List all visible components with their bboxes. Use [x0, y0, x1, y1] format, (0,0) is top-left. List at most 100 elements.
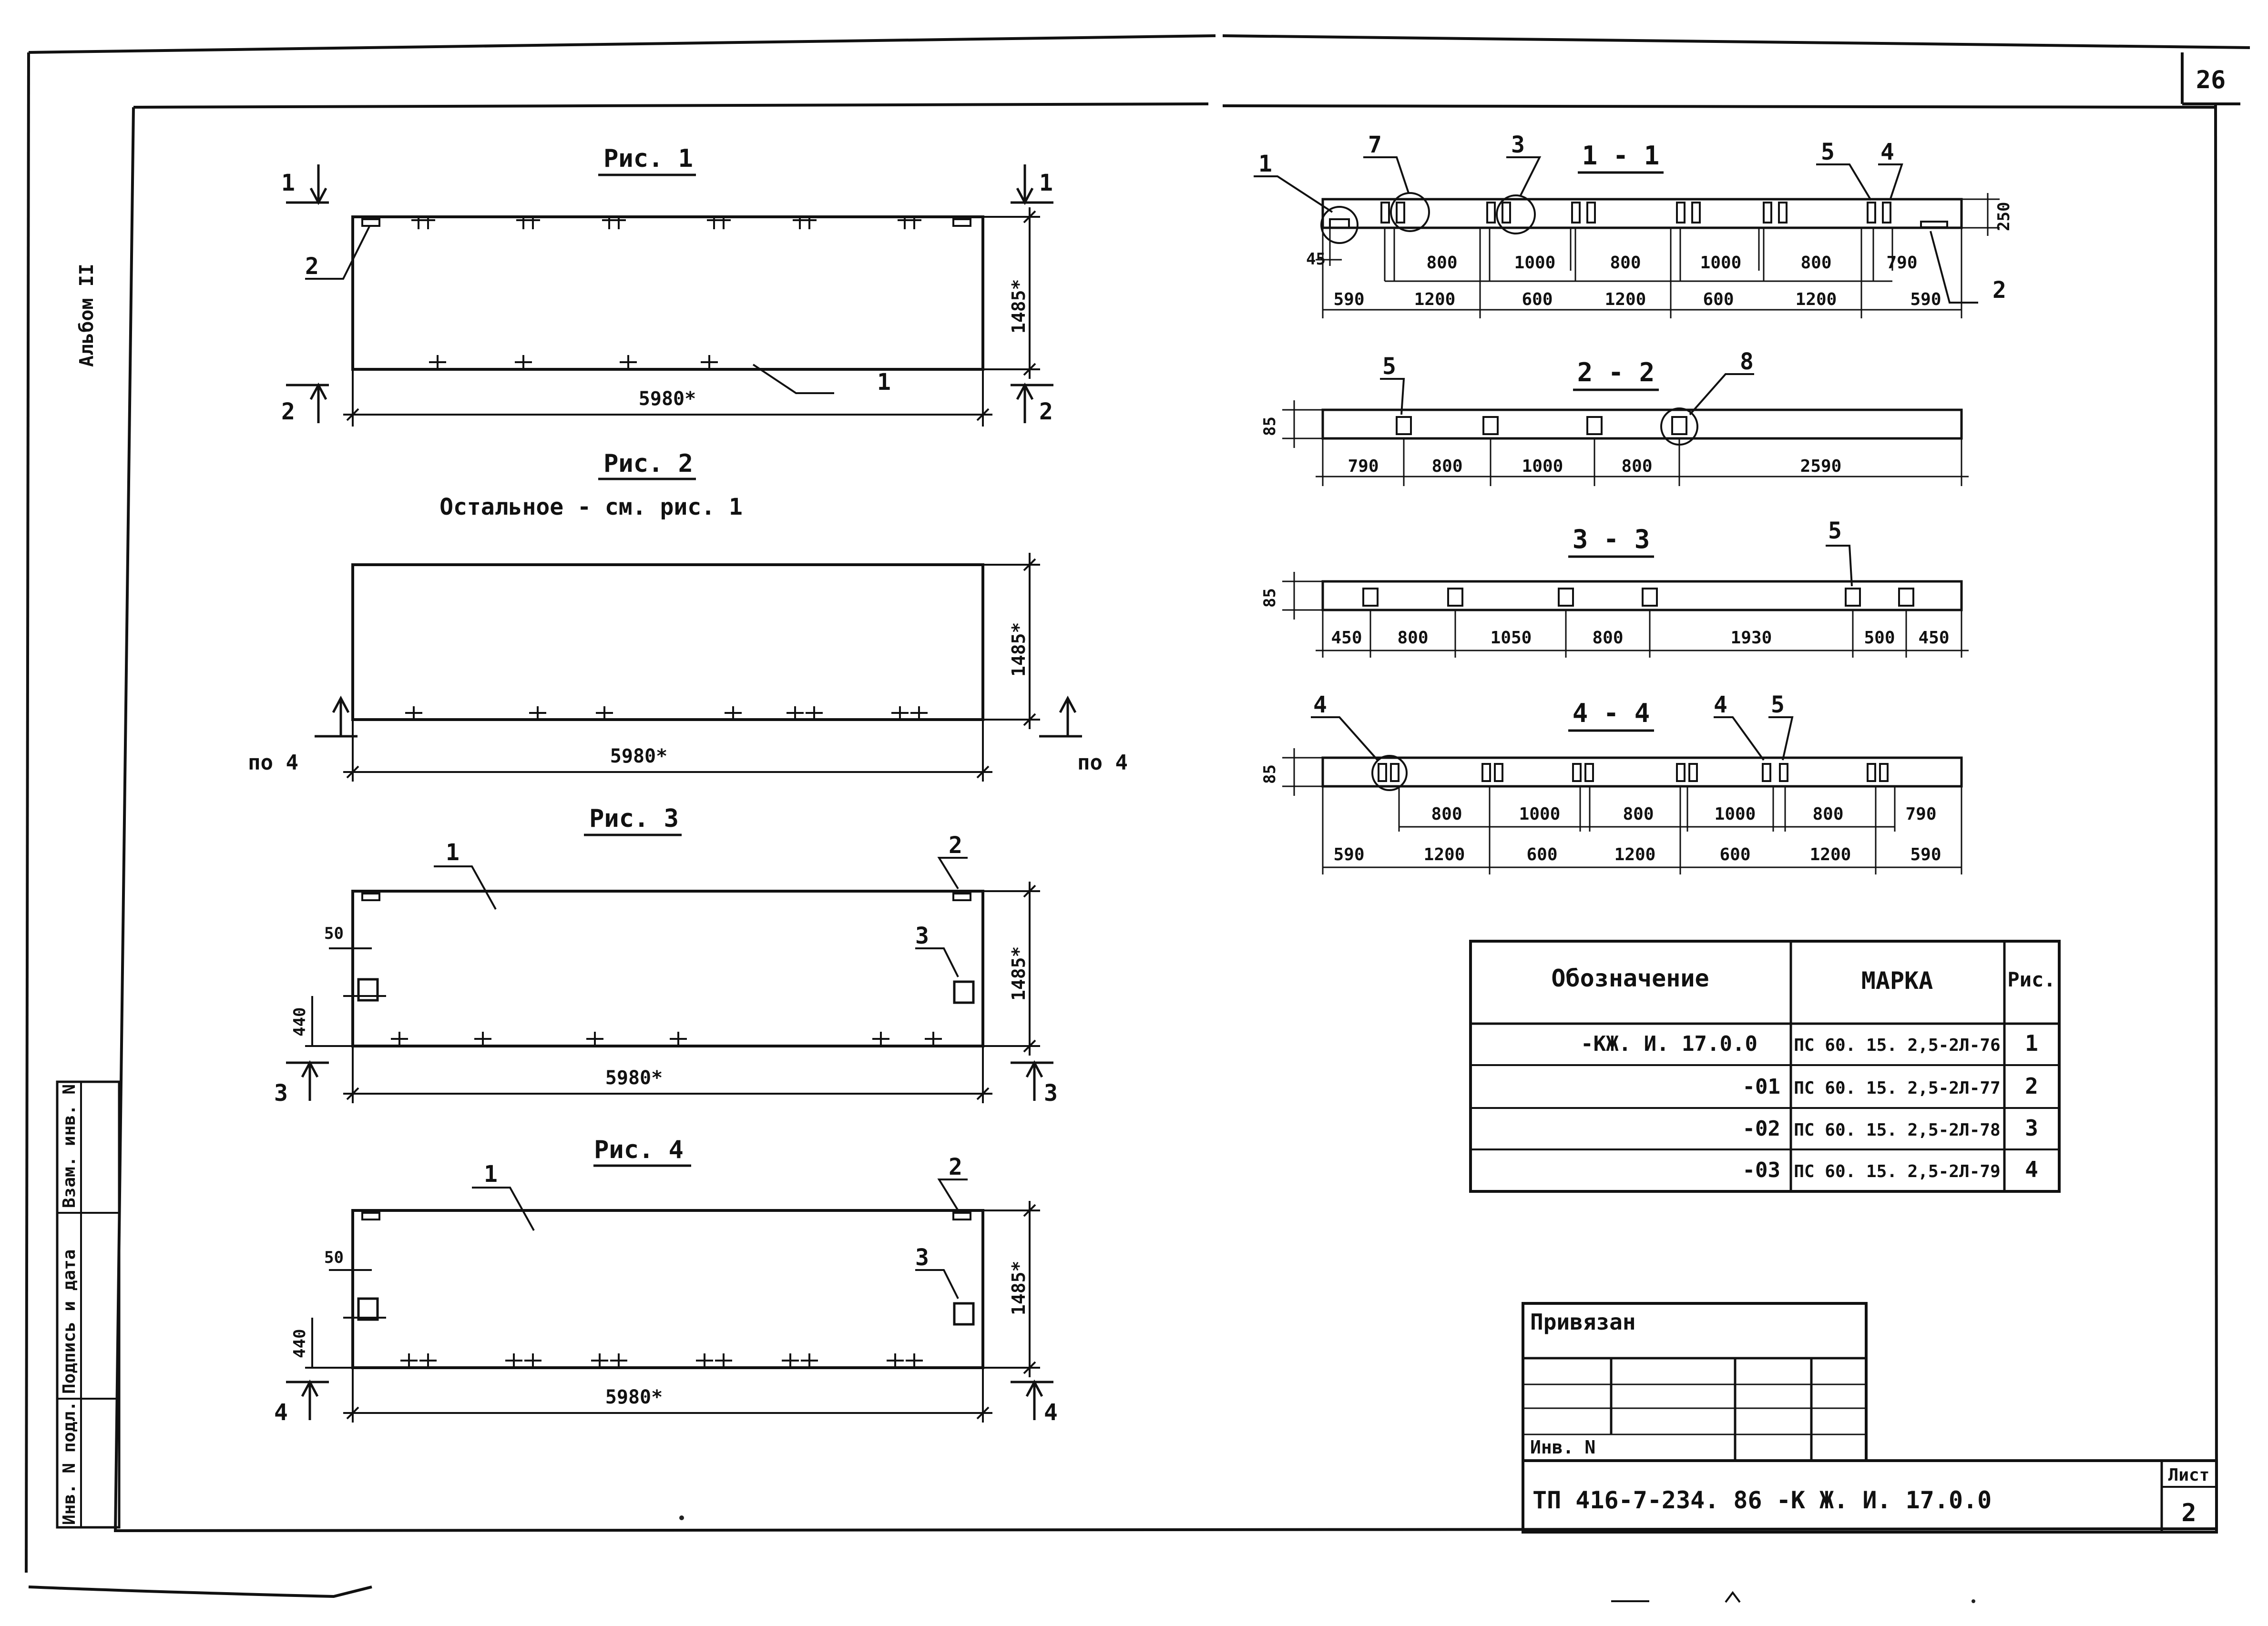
figure-4-callout-2: 2	[949, 1154, 962, 1180]
figure-4-bottom-loops	[400, 1353, 923, 1368]
stamp-vzam-inv: Взам. инв. N	[60, 1084, 79, 1208]
section-1-1-callout-7: 7	[1368, 132, 1382, 158]
section-1-1-lower-dim-7: 590	[1910, 290, 1941, 309]
table-header-designation: Обозначение	[1551, 965, 1709, 992]
sheet-corner-number: 26	[2196, 66, 2226, 94]
table-header-mark: МАРКА	[1861, 967, 1933, 995]
figure-2-bottom-loops	[405, 706, 928, 720]
section-1-1-callout-3: 3	[1511, 132, 1525, 158]
section-1-1-lower-dim-3: 600	[1522, 290, 1553, 309]
section-1-1-upper-dim-6: 790	[1886, 253, 1917, 273]
section-3-3-dim-3: 1050	[1491, 628, 1532, 648]
privyazan-title: Привязан	[1530, 1309, 1636, 1335]
album-label: Альбом II	[76, 264, 98, 367]
section-4-4-loops	[1378, 763, 1889, 782]
section-1-1-lower-dim-2: 1200	[1414, 290, 1456, 309]
section-4-4-lower-dim-5: 600	[1719, 845, 1750, 864]
section-3-3-dim-5: 1930	[1731, 628, 1772, 648]
figure-4-dim-50: 50	[324, 1248, 344, 1267]
section-2-2-loops	[1396, 416, 1687, 435]
figure-4-section-left: 4	[274, 1399, 288, 1426]
table-row-4-mark: ПС 60. 15. 2,5-2Л-79	[1794, 1162, 2000, 1181]
section-3-3-callout-5: 5	[1828, 518, 1842, 544]
figure-4-callout-3: 3	[915, 1244, 929, 1271]
figure-3-section-right: 3	[1044, 1080, 1058, 1107]
section-1-1-loops	[1329, 202, 1948, 229]
section-4-4-upper-dim-5: 800	[1812, 804, 1843, 824]
figure-3-title: Рис. 3	[589, 804, 679, 833]
privyazan-inv-label: Инв. N	[1530, 1437, 1595, 1458]
section-2-2-title: 2 - 2	[1577, 357, 1655, 387]
figure-1-length-dim: 5980*	[639, 388, 696, 410]
figure-4-embed-right	[953, 1302, 975, 1326]
section-2-2-dim-3: 1000	[1522, 457, 1563, 476]
section-4-4-upper-dim-2: 1000	[1519, 804, 1561, 824]
section-3-3-dim-7: 450	[1918, 628, 1949, 648]
section-4-4-lower-dim-4: 1200	[1614, 845, 1656, 864]
figure-1: Рис. 1 1 1 2 2 5980*	[281, 144, 1053, 427]
section-1-1-lower-dim-4: 1200	[1605, 290, 1646, 309]
section-2-2-callout-5: 5	[1382, 353, 1396, 380]
section-2-2: 2 - 2 85 790 800 1000 800 2590 5 8	[1260, 348, 1969, 486]
section-3-3: 3 - 3 85 450 800 1050 800 1930 500 450 5	[1260, 518, 1969, 658]
scan-marks	[679, 1515, 1975, 1603]
figure-4-section-right: 4	[1044, 1399, 1058, 1426]
section-4-4-lower-dim-6: 1200	[1810, 845, 1851, 864]
section-2-2-dim-2: 800	[1431, 457, 1462, 476]
section-1-1-callout-1: 1	[1258, 151, 1272, 177]
title-block-sheet-label: Лист	[2168, 1465, 2210, 1485]
figure-3-bottom-loops	[391, 1032, 942, 1046]
privyazan-stamp: Привязан Инв. N	[1522, 1302, 1868, 1462]
section-1-1-upper-dim-2: 1000	[1514, 253, 1556, 273]
left-stamp: Взам. инв. N Подпись и дата Инв. N подл.	[56, 1080, 121, 1529]
section-4-4-lower-dim-1: 590	[1333, 845, 1364, 864]
section-1-1-upper-dims: 800 1000 800 1000 800 790	[1426, 253, 1917, 273]
section-4-4-depth-dim: 85	[1260, 764, 1279, 784]
title-block: ТП 416-7-234. 86 -К Ж. И. 17.0.0 Лист 2	[1522, 1459, 2218, 1534]
figure-3: Рис. 3 50 440 3 3 5980* 1485* 1 2	[274, 804, 1058, 1107]
table-row-2-designation: -01	[1743, 1075, 1780, 1099]
figure-1-section-1-left: 1	[281, 170, 295, 196]
section-1-1-lower-dim-6: 1200	[1796, 290, 1837, 309]
section-4-4-title: 4 - 4	[1573, 698, 1650, 728]
figure-3-section-left: 3	[274, 1080, 288, 1107]
section-4-4-upper-dims: 800 1000 800 1000 800 790	[1431, 804, 1936, 824]
figure-1-bottom-loops	[429, 355, 718, 369]
figure-3-callout-1: 1	[446, 839, 460, 866]
table-row-1-fig: 1	[2025, 1030, 2038, 1056]
section-2-2-dim-4: 800	[1621, 457, 1652, 476]
table-row-2-mark: ПС 60. 15. 2,5-2Л-77	[1794, 1078, 2000, 1098]
section-2-2-callout-8: 8	[1740, 348, 1754, 375]
figure-3-embed-left	[357, 978, 379, 1002]
section-1-1-lower-dim-1: 590	[1333, 290, 1364, 309]
title-block-doc-code: ТП 416-7-234. 86 -К Ж. И. 17.0.0	[1532, 1486, 1992, 1514]
table-row-2-fig: 2	[2025, 1073, 2038, 1099]
section-4-4-callout-5: 5	[1771, 691, 1785, 718]
figure-3-dim-440: 440	[290, 1007, 309, 1037]
figure-3-callout-2: 2	[949, 832, 962, 859]
section-4-4-lower-dim-3: 600	[1526, 845, 1557, 864]
section-4-4-upper-dim-3: 800	[1623, 804, 1654, 824]
table-row-4-designation: -03	[1743, 1158, 1780, 1182]
figure-3-height-dim: 1485*	[1008, 946, 1029, 1001]
table-row-3-designation: -02	[1743, 1117, 1780, 1141]
figure-4-callout-1: 1	[484, 1161, 498, 1188]
table-row-4-fig: 4	[2025, 1157, 2038, 1182]
table-row-1-designation: -КЖ. И. 17.0.0	[1581, 1032, 1757, 1056]
section-1-1-left-dim: 45	[1306, 250, 1326, 269]
figure-4-height-dim: 1485*	[1008, 1261, 1029, 1315]
section-4-4: 4 - 4 85 800 1000 800 1000 800 790	[1260, 691, 1963, 874]
section-2-2-depth-dim: 85	[1260, 417, 1279, 436]
figure-1-callout-2: 2	[305, 253, 319, 280]
section-1-1-title: 1 - 1	[1582, 141, 1660, 171]
section-4-4-upper-dim-4: 1000	[1715, 804, 1756, 824]
section-4-4-callout-4-left: 4	[1313, 691, 1327, 718]
section-4-4-upper-dim-1: 800	[1431, 804, 1462, 824]
section-1-1-upper-dim-5: 800	[1800, 253, 1831, 273]
figure-2-section-right: по 4	[1077, 751, 1128, 775]
section-1-1-callout-5: 5	[1821, 139, 1835, 165]
section-4-4-callout-4-right: 4	[1714, 691, 1727, 718]
figure-4-length-dim: 5980*	[605, 1386, 663, 1408]
figure-1-height-dim: 1485*	[1008, 279, 1029, 334]
